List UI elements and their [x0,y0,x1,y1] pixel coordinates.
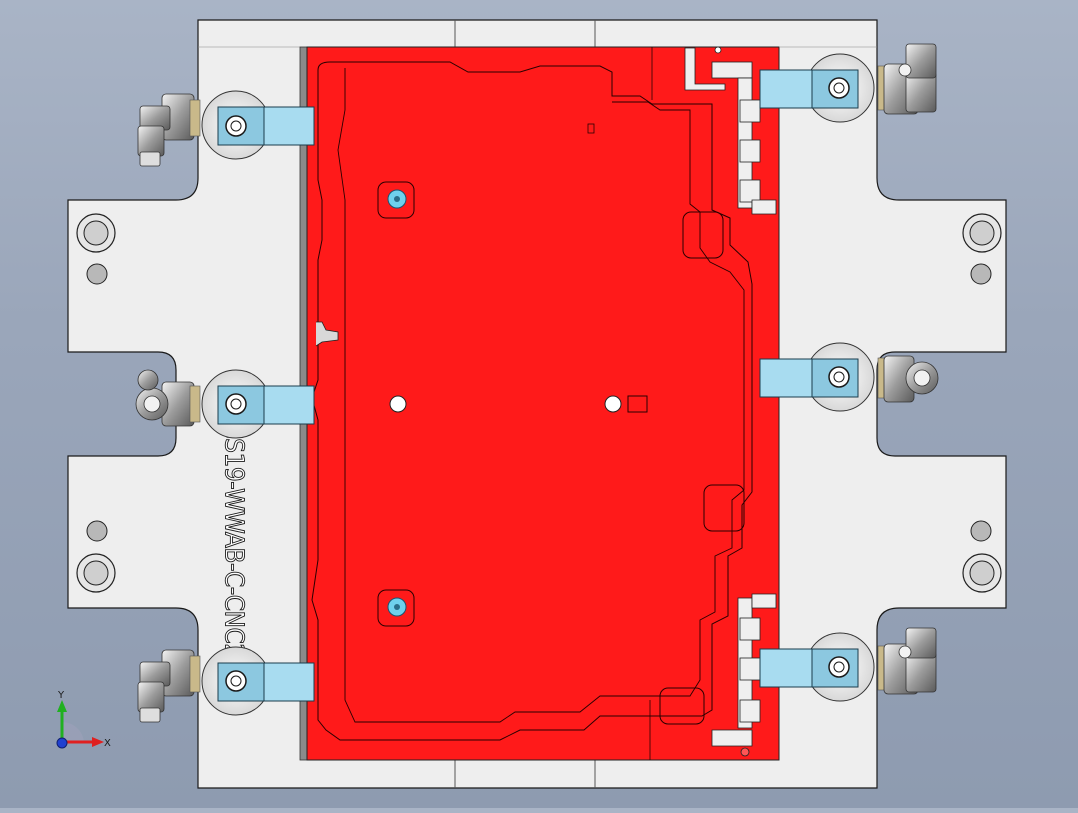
triad-y-label: Y [57,690,65,701]
locating-hole-icon [76,213,116,253]
swivel-clamp-icon[interactable] [201,90,315,160]
pneumatic-elbow-fitting-icon [877,355,939,403]
locating-holes [76,213,1002,593]
swivel-clamp-icon[interactable] [759,632,875,702]
triad-axis-icon[interactable]: Y X [56,690,111,749]
locating-hole-icon [86,263,108,285]
pneumatic-elbow-fitting-icon [877,43,937,115]
swivel-clamp-icon[interactable] [759,342,875,412]
locating-hole-icon [86,520,108,542]
left-clamps [201,90,315,716]
locating-hole-icon [970,263,992,285]
locating-hole-icon [962,213,1002,253]
right-clamps [759,53,875,702]
right-pneumatic-fittings [877,43,939,695]
pneumatic-elbow-fitting-icon [137,649,201,723]
swivel-clamp-icon[interactable] [201,369,315,439]
swivel-clamp-icon[interactable] [201,646,315,716]
triad-x-label: X [104,738,111,749]
locating-hole-icon [962,553,1002,593]
locating-hole-icon [970,520,992,542]
workpiece-part[interactable] [306,46,780,761]
pneumatic-elbow-fitting-icon [877,627,937,695]
workpiece-edge-features [684,46,777,757]
pneumatic-elbow-fitting-icon [135,369,201,427]
part-number-engraving: CS19-WWAB-C-CNC2 [219,422,249,658]
pneumatic-elbow-fitting-icon [137,93,201,167]
left-pneumatic-fittings [135,93,201,723]
swivel-clamp-icon[interactable] [759,53,875,123]
locating-hole-icon [76,553,116,593]
